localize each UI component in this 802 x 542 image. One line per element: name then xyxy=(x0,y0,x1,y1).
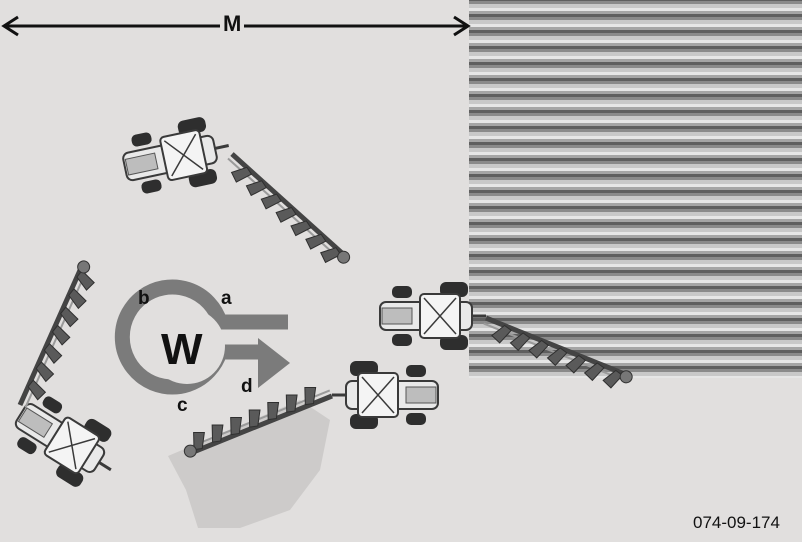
turning-arrow-head xyxy=(258,338,290,388)
direction-label-c: c xyxy=(177,395,188,416)
direction-label-b: b xyxy=(138,288,150,309)
turn-symbol-disc xyxy=(149,308,225,384)
turn-symbol-label: W xyxy=(161,325,203,374)
headland-shadow xyxy=(168,400,330,528)
direction-label-a: a xyxy=(221,288,232,309)
field-width-label: M xyxy=(220,13,245,35)
direction-label-d: d xyxy=(241,376,253,397)
figure-code: 074-09-174 xyxy=(693,513,780,532)
